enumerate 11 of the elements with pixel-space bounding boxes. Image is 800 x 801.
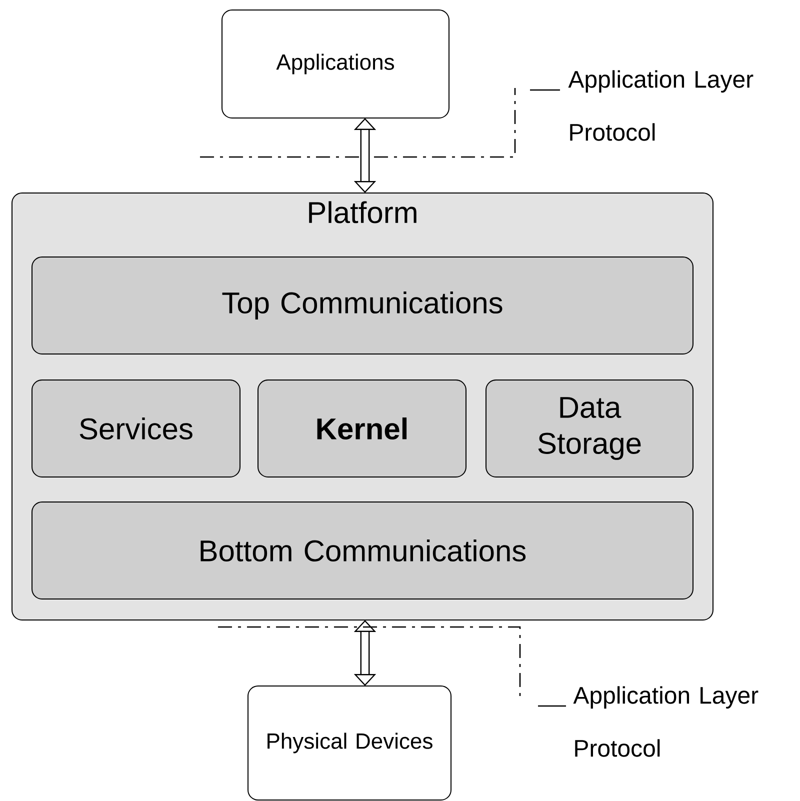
component-box: Data Storage — [486, 380, 694, 478]
component-box: Kernel — [258, 380, 466, 478]
double-arrow — [354, 118, 376, 193]
component-box: Top Communications — [32, 256, 694, 354]
component-box: Services — [32, 380, 240, 478]
process-box: Applications — [222, 10, 450, 118]
process-box: Physical Devices — [248, 686, 452, 800]
protocol-label: Application Layer Protocol — [568, 70, 754, 141]
double-arrow — [354, 620, 376, 686]
protocol-label: Application Layer Protocol — [573, 686, 758, 757]
component-box: Bottom Communications — [32, 502, 694, 600]
